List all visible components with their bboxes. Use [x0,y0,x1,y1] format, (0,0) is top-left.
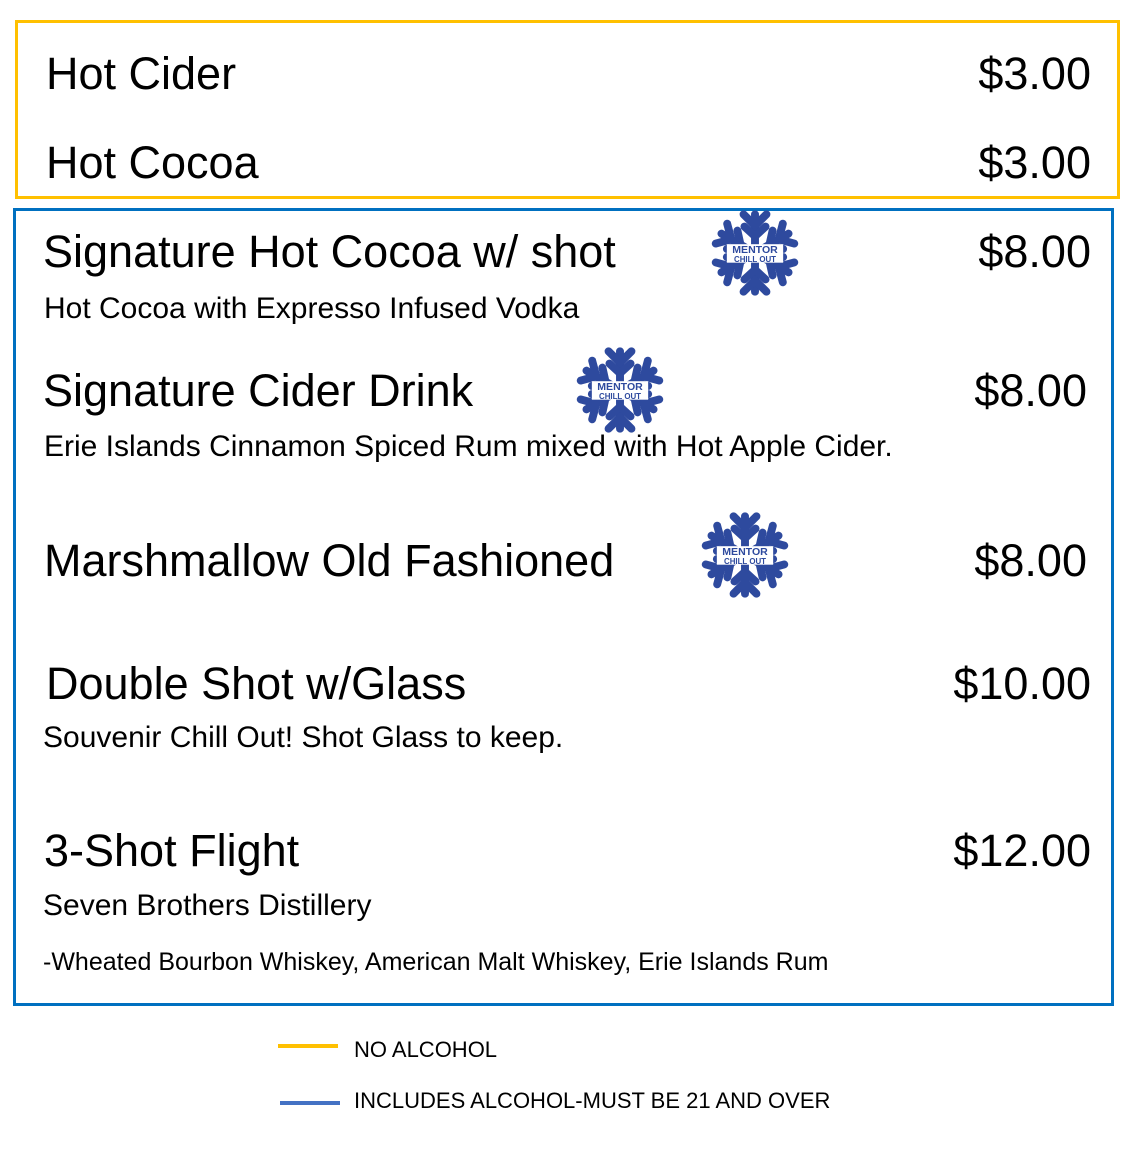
menu-item-detail: -Wheated Bourbon Whiskey, American Malt … [43,948,829,976]
svg-text:CHILL OUT: CHILL OUT [599,392,641,401]
svg-text:CHILL OUT: CHILL OUT [734,255,776,264]
menu-item-name: Signature Cider Drink [43,365,474,416]
menu-item-price: $8.00 [974,535,1087,586]
menu-item-name: Double Shot w/Glass [46,658,467,709]
menu-item-price: $3.00 [978,137,1091,188]
menu-item-description: Erie Islands Cinnamon Spiced Rum mixed w… [44,430,893,463]
menu-item-name: Hot Cider [46,48,237,99]
non-alcoholic-section [15,20,1120,199]
mentor-chill-out-snowflake-logo: MENTOR CHILL OUT [576,346,664,434]
menu-item-price: $12.00 [953,825,1091,876]
legend-no-alcohol-label: NO ALCOHOL [354,1037,498,1062]
svg-text:MENTOR: MENTOR [722,546,768,558]
menu-item-name: Marshmallow Old Fashioned [44,535,615,586]
menu-item-price: $8.00 [978,226,1091,277]
svg-text:CHILL OUT: CHILL OUT [724,557,766,566]
mentor-chill-out-snowflake-logo: MENTOR CHILL OUT [711,209,799,297]
legend-alcohol-swatch [280,1101,340,1105]
mentor-chill-out-snowflake-logo: MENTOR CHILL OUT [701,511,789,599]
menu-item-description: Hot Cocoa with Expresso Infused Vodka [44,292,580,325]
svg-text:MENTOR: MENTOR [732,244,778,256]
menu-item-name: Signature Hot Cocoa w/ shot [43,226,616,277]
menu-item-price: $3.00 [978,48,1091,99]
menu-item-price: $10.00 [953,658,1091,709]
legend-alcohol-label: INCLUDES ALCOHOL-MUST BE 21 AND OVER [354,1088,831,1113]
menu-item-description: Souvenir Chill Out! Shot Glass to keep. [43,721,564,754]
menu-item-description: Seven Brothers Distillery [43,889,372,922]
alcoholic-section [13,208,1114,1006]
legend-no-alcohol-swatch [278,1044,338,1048]
menu-item-name: Hot Cocoa [46,137,259,188]
svg-text:MENTOR: MENTOR [597,381,643,393]
menu-item-name: 3-Shot Flight [44,825,300,876]
menu-item-price: $8.00 [974,365,1087,416]
